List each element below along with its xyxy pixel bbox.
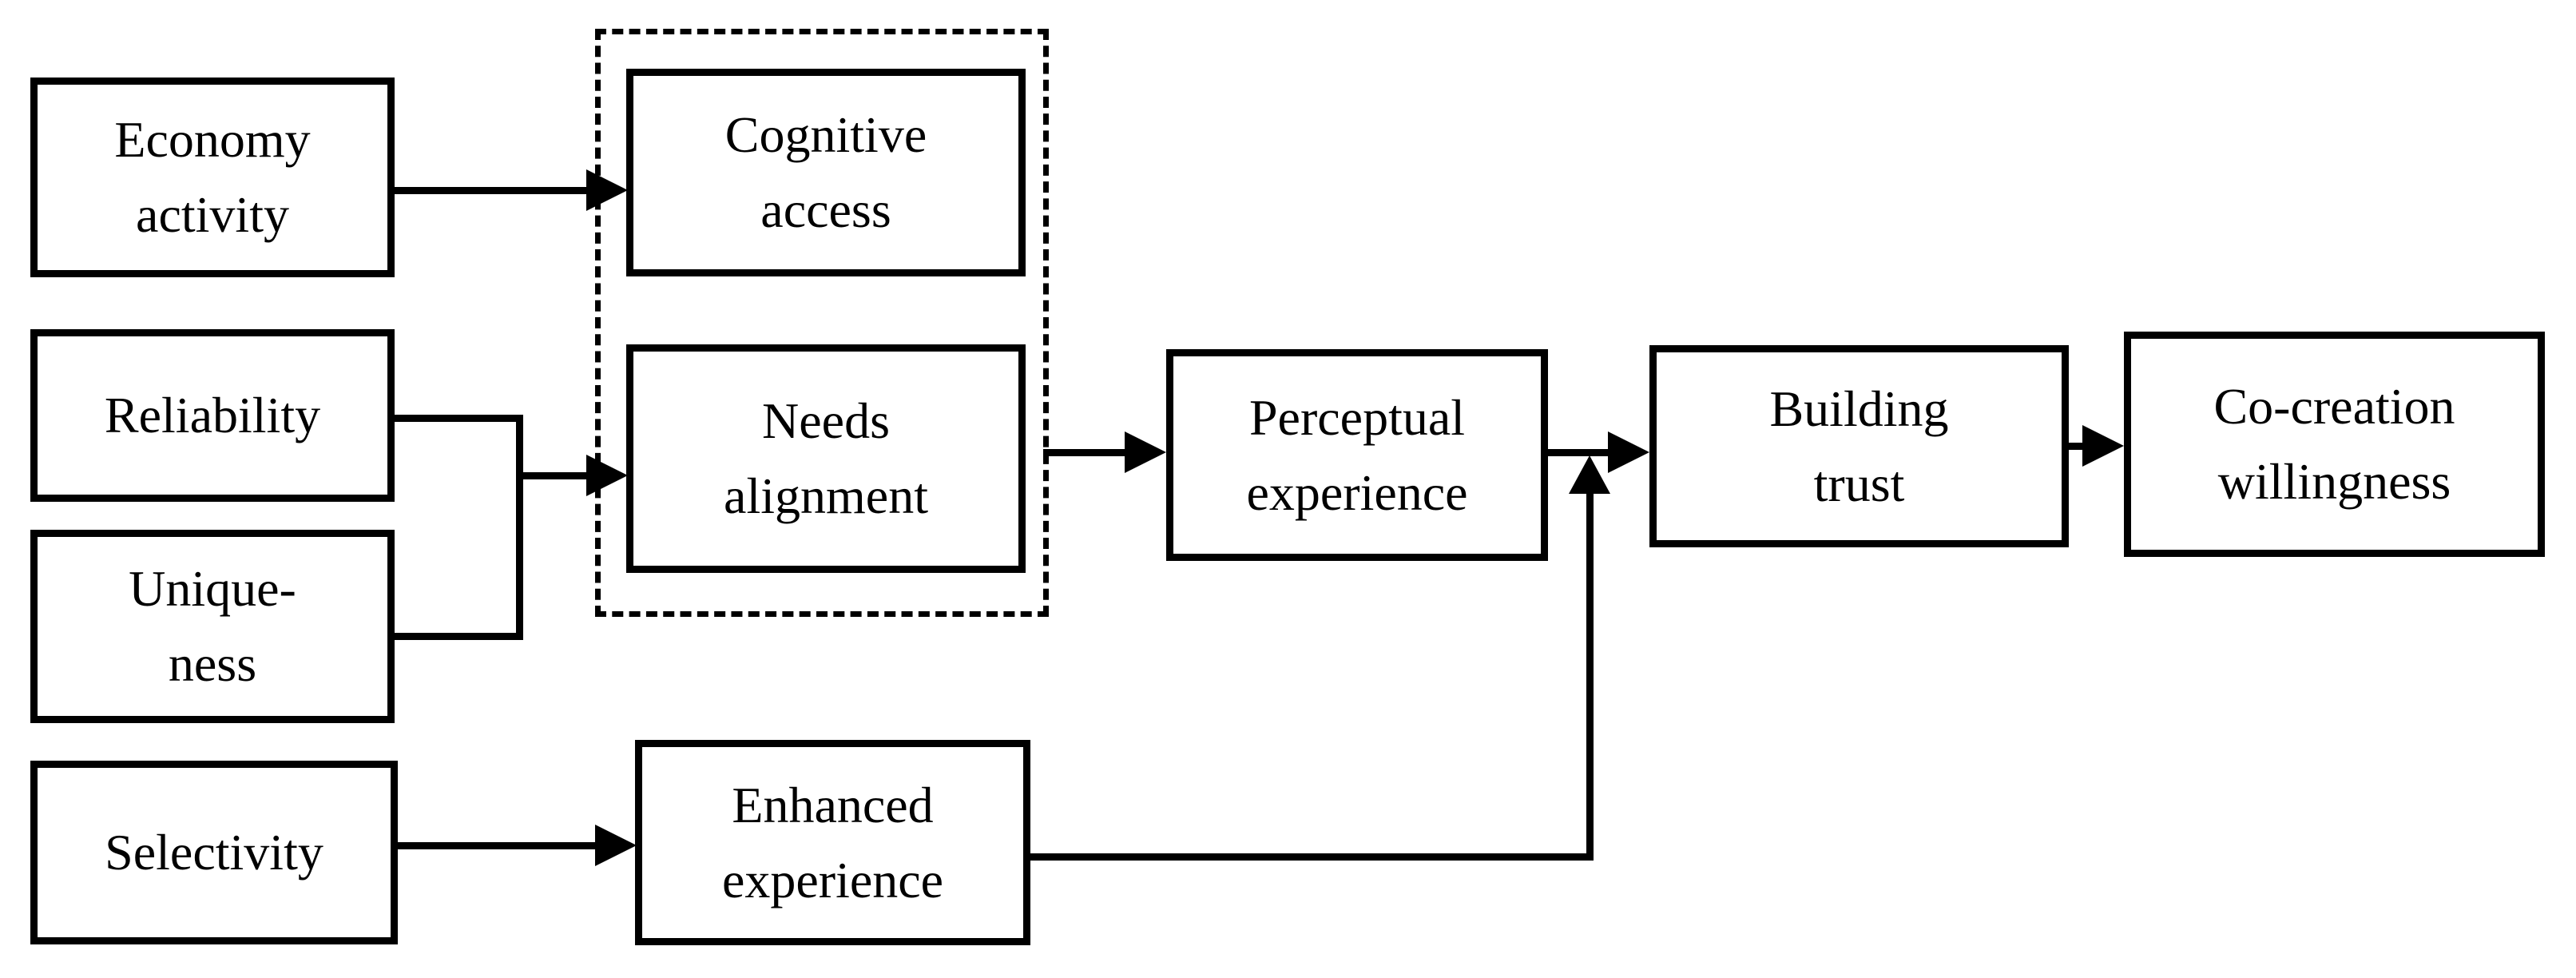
node-building-trust-label: Building trust	[1769, 380, 1949, 512]
arrow-selectivity-to-enhanced-head	[595, 825, 637, 866]
arrow-needs-to-perceptual-head	[1125, 431, 1166, 473]
arrow-building-to-cocreation-head	[2082, 425, 2124, 467]
node-selectivity-label: Selectivity	[105, 824, 323, 881]
arrow-uniqueness-leg-line	[395, 633, 523, 640]
node-economy-activity-label: Economy activity	[114, 111, 311, 243]
arrow-perceptual-to-building-line	[1548, 449, 1610, 456]
arrow-perceptual-to-building-head	[1608, 431, 1649, 473]
arrow-enhanced-feeder-up-head	[1569, 455, 1610, 494]
arrow-reliability-leg-line	[395, 415, 523, 422]
node-building-trust: Building trust	[1649, 345, 2069, 547]
arrow-building-to-cocreation-line	[2069, 443, 2085, 450]
arrow-junction-to-needs-head	[586, 455, 628, 496]
node-enhanced-experience-label: Enhanced experience	[721, 776, 944, 908]
arrow-enhanced-feeder-vertical-line	[1586, 494, 1594, 861]
node-cognitive-access: Cognitive access	[626, 69, 1026, 276]
node-enhanced-experience: Enhanced experience	[635, 740, 1030, 945]
node-economy-activity: Economy activity	[30, 78, 395, 277]
node-cocreation-willingness: Co-creation willingness	[2124, 332, 2545, 557]
node-cognitive-access-label: Cognitive access	[724, 106, 927, 238]
node-needs-alignment-label: Needs alignment	[724, 392, 928, 524]
node-uniqueness: Unique- ness	[30, 530, 395, 723]
node-reliability-label: Reliability	[104, 387, 321, 443]
arrow-economy-to-cognitive-line	[395, 187, 586, 194]
node-selectivity: Selectivity	[30, 761, 398, 944]
node-uniqueness-label: Unique- ness	[129, 560, 296, 692]
arrow-economy-to-cognitive-head	[586, 169, 628, 211]
node-needs-alignment: Needs alignment	[626, 344, 1026, 573]
node-perceptual-experience-label: Perceptual experience	[1246, 388, 1468, 521]
arrow-merge-junction-vertical-line	[516, 415, 523, 640]
arrow-enhanced-feeder-horizontal-line	[1027, 853, 1594, 861]
arrow-needs-to-perceptual-line	[1043, 449, 1125, 456]
arrow-junction-to-needs-line	[519, 472, 586, 479]
node-reliability: Reliability	[30, 329, 395, 502]
arrow-selectivity-to-enhanced-line	[398, 842, 595, 849]
dotted-group-border	[595, 29, 1049, 617]
node-cocreation-willingness-label: Co-creation willingness	[2213, 378, 2455, 510]
node-perceptual-experience: Perceptual experience	[1166, 349, 1548, 561]
